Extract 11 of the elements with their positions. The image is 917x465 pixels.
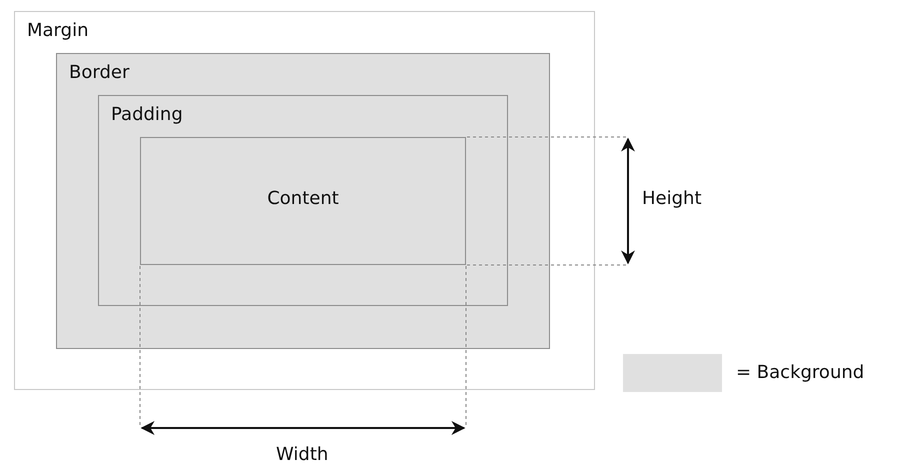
margin-area [14, 11, 595, 390]
dimension-label: Width [276, 444, 328, 465]
padding-area [98, 95, 508, 306]
border-area [56, 53, 550, 349]
content-area [140, 137, 466, 265]
box-label: Border [69, 62, 130, 84]
legend-label: = Background [736, 362, 864, 384]
dimension-label: Height [642, 188, 702, 210]
box-label: Margin [27, 20, 88, 42]
box-label: Content [267, 188, 339, 210]
box-label: Padding [111, 104, 183, 126]
